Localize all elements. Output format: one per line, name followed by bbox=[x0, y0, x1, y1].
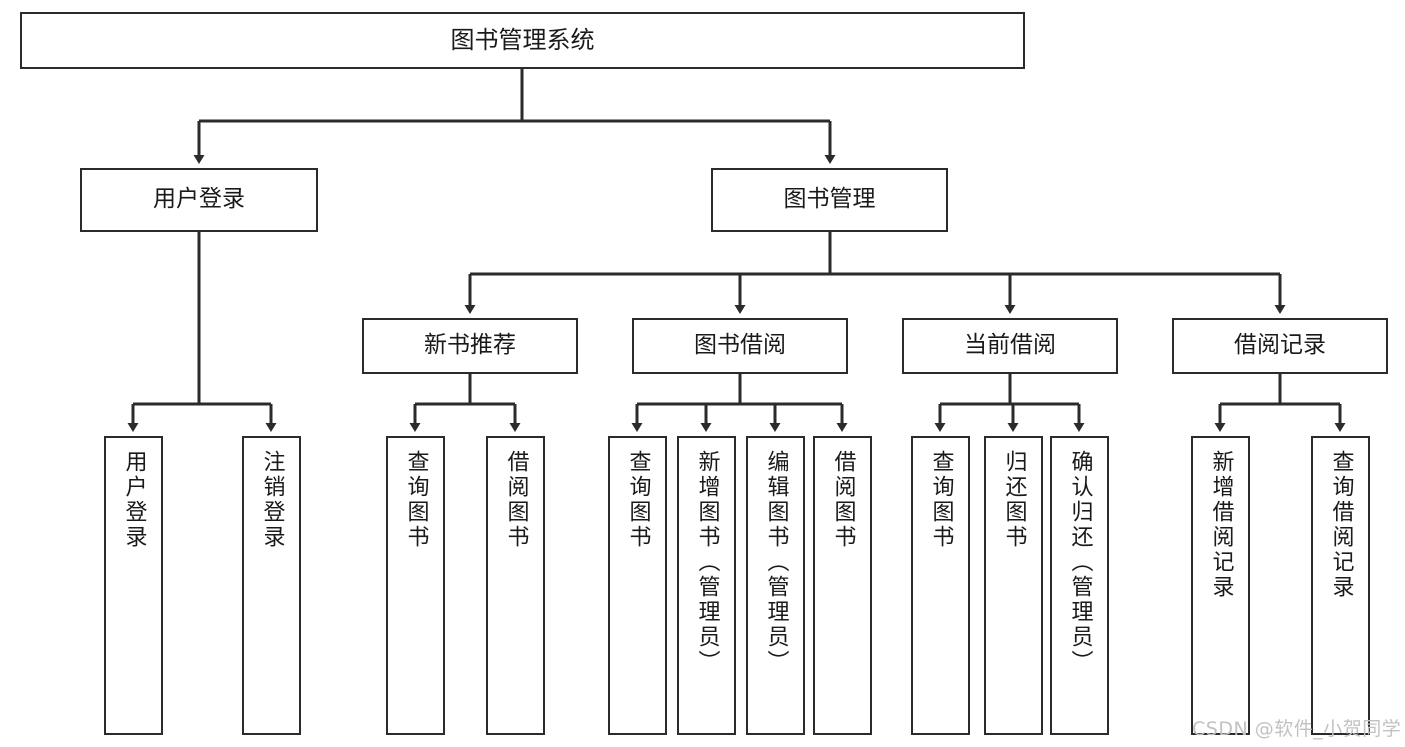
node-current-borrow[interactable]: 当前借阅 bbox=[902, 318, 1118, 374]
node-leaf-query-book-borrow-label: 查询图书 bbox=[625, 450, 651, 550]
node-borrow-record-label: 借阅记录 bbox=[1234, 332, 1326, 359]
node-leaf-query-borrow-record-label: 查询借阅记录 bbox=[1328, 450, 1354, 600]
node-current-borrow-label: 当前借阅 bbox=[964, 332, 1056, 359]
node-leaf-edit-book-admin-label: 编辑图书（管理员） bbox=[763, 450, 789, 675]
node-leaf-user-logout[interactable]: 注销登录 bbox=[242, 436, 301, 735]
node-leaf-user-logout-label: 注销登录 bbox=[259, 450, 285, 550]
node-leaf-query-book-borrow[interactable]: 查询图书 bbox=[608, 436, 667, 735]
node-leaf-query-book-current-label: 查询图书 bbox=[928, 450, 954, 550]
node-leaf-return-book-label: 归还图书 bbox=[1001, 450, 1027, 550]
node-leaf-borrow-book-recommend[interactable]: 借阅图书 bbox=[486, 436, 545, 735]
node-new-book-recommend[interactable]: 新书推荐 bbox=[362, 318, 578, 374]
node-root-label: 图书管理系统 bbox=[450, 26, 595, 55]
node-leaf-query-book-recommend[interactable]: 查询图书 bbox=[386, 436, 445, 735]
node-leaf-user-login-label: 用户登录 bbox=[121, 450, 147, 550]
node-leaf-add-book-admin-label: 新增图书（管理员） bbox=[694, 450, 720, 675]
node-leaf-borrow-book-borrow[interactable]: 借阅图书 bbox=[813, 436, 872, 735]
csdn-watermark: CSDN @软件_小贺同学 bbox=[1192, 718, 1402, 740]
node-book-borrow[interactable]: 图书借阅 bbox=[632, 318, 848, 374]
node-user-login-label: 用户登录 bbox=[153, 186, 245, 213]
node-leaf-return-book[interactable]: 归还图书 bbox=[984, 436, 1043, 735]
node-leaf-add-book-admin[interactable]: 新增图书（管理员） bbox=[677, 436, 736, 735]
node-leaf-borrow-book-recommend-label: 借阅图书 bbox=[503, 450, 529, 550]
node-leaf-edit-book-admin[interactable]: 编辑图书（管理员） bbox=[746, 436, 805, 735]
node-leaf-confirm-return-admin-label: 确认归还（管理员） bbox=[1067, 450, 1093, 675]
node-book-manage[interactable]: 图书管理 bbox=[711, 168, 948, 232]
node-book-manage-label: 图书管理 bbox=[783, 186, 876, 213]
node-leaf-query-book-recommend-label: 查询图书 bbox=[403, 450, 429, 550]
node-leaf-add-borrow-record-label: 新增借阅记录 bbox=[1208, 450, 1234, 600]
node-borrow-record[interactable]: 借阅记录 bbox=[1172, 318, 1388, 374]
node-leaf-add-borrow-record[interactable]: 新增借阅记录 bbox=[1191, 436, 1250, 735]
node-new-book-recommend-label: 新书推荐 bbox=[424, 332, 516, 359]
node-leaf-user-login[interactable]: 用户登录 bbox=[104, 436, 163, 735]
node-leaf-confirm-return-admin[interactable]: 确认归还（管理员） bbox=[1050, 436, 1109, 735]
node-root[interactable]: 图书管理系统 bbox=[20, 12, 1025, 69]
node-leaf-query-borrow-record[interactable]: 查询借阅记录 bbox=[1311, 436, 1370, 735]
node-book-borrow-label: 图书借阅 bbox=[694, 332, 786, 359]
node-leaf-query-book-current[interactable]: 查询图书 bbox=[911, 436, 970, 735]
node-leaf-borrow-book-borrow-label: 借阅图书 bbox=[830, 450, 856, 550]
node-user-login[interactable]: 用户登录 bbox=[80, 168, 318, 232]
